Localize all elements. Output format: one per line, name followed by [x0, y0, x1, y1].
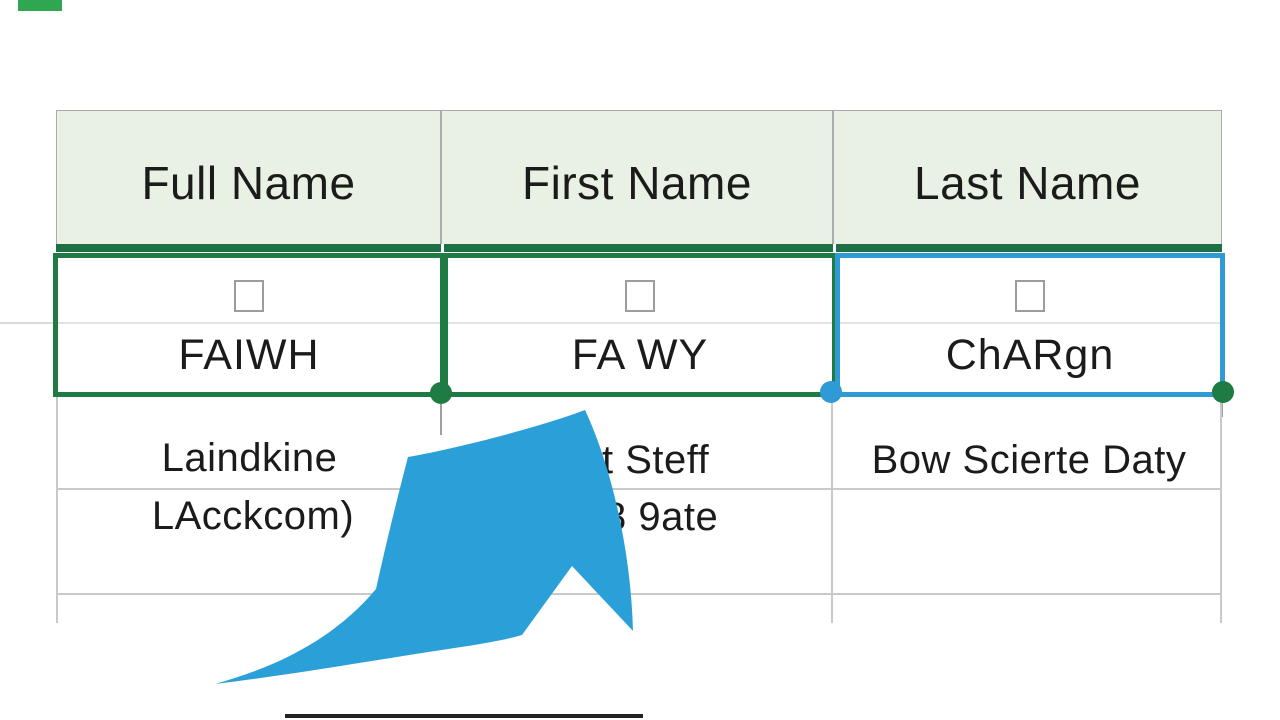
cell-text: FAIWH	[178, 330, 320, 379]
header-cell-full-name[interactable]: Full Name	[56, 110, 441, 244]
left-margin-gridline	[0, 322, 54, 324]
column-border-stub	[1221, 403, 1223, 417]
cell-first-name-row3[interactable]: t Steff	[602, 437, 710, 482]
column-border	[831, 397, 833, 623]
bottom-edge-line	[285, 714, 643, 718]
cell-full-name-row4[interactable]: LAcckcom)	[151, 493, 355, 538]
fill-handle-green[interactable]	[1212, 381, 1234, 403]
checkbox[interactable]	[625, 280, 655, 312]
cell-last-name-row3[interactable]: Bow Scierte Daty	[871, 437, 1187, 482]
header-cell-last-name[interactable]: Last Name	[833, 110, 1222, 244]
blue-curved-arrow	[215, 410, 633, 684]
table-right-border	[1220, 397, 1222, 623]
cell-text: FA WY	[571, 330, 709, 379]
checkbox[interactable]	[234, 280, 264, 312]
cell-first-name-row4[interactable]: 8 9ate	[604, 494, 719, 539]
header-underline-bar	[836, 244, 1222, 252]
cell-inner-divider	[58, 322, 440, 324]
table-left-border	[56, 397, 58, 623]
header-label-full-name: Full Name	[141, 156, 356, 209]
cell-inner-divider	[840, 322, 1220, 324]
fill-handle-blue[interactable]	[820, 381, 842, 403]
selected-cell-last-name[interactable]: ChARgn	[835, 253, 1225, 397]
selected-cell-full-name[interactable]: FAIWH	[53, 253, 445, 397]
cell-inner-divider	[448, 322, 832, 324]
row-gridline	[56, 593, 1222, 595]
cell-text: ChARgn	[945, 330, 1115, 379]
top-left-green-mark	[18, 0, 62, 11]
header-cell-first-name[interactable]: First Name	[441, 110, 833, 244]
row-gridline	[56, 488, 1222, 490]
column-border-stub	[440, 404, 442, 435]
header-underline-bar	[56, 244, 441, 252]
checkbox[interactable]	[1015, 280, 1045, 312]
cell-full-name-row3[interactable]: Laindkine	[161, 435, 338, 480]
header-label-first-name: First Name	[522, 156, 752, 209]
fill-handle-green[interactable]	[430, 382, 452, 404]
header-underline-bar	[444, 244, 833, 252]
selected-cell-first-name[interactable]: FA WY	[443, 253, 837, 397]
header-label-last-name: Last Name	[914, 156, 1141, 209]
